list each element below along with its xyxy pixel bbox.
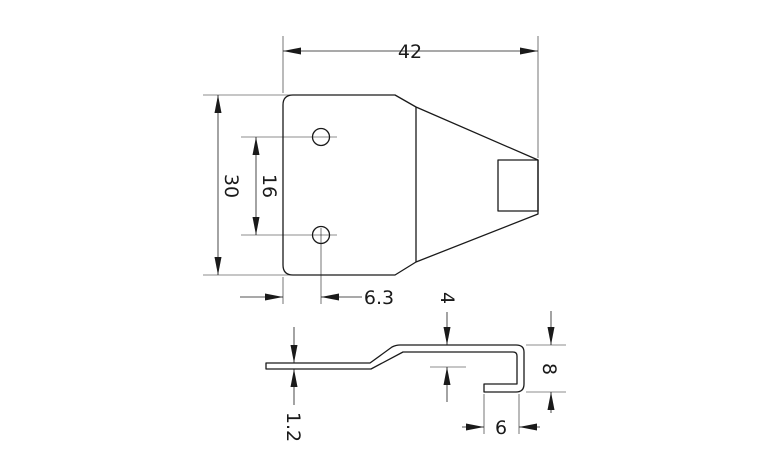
dimension-overall-width: 42 xyxy=(282,36,539,158)
dimension-label-42: 42 xyxy=(398,41,422,63)
dimension-label-8: 8 xyxy=(538,363,560,375)
dimension-label-6-3: 6.3 xyxy=(364,287,394,309)
dimension-hook-width: 6 xyxy=(462,394,540,439)
bracket-outline xyxy=(282,94,539,276)
dimension-label-16: 16 xyxy=(258,174,280,198)
dimension-rib-height: 4 xyxy=(430,292,466,402)
dimension-label-6: 6 xyxy=(495,417,507,439)
dimension-hook-height: 8 xyxy=(526,311,566,413)
dimension-thickness: 1.2 xyxy=(268,327,320,442)
dimension-label-1-2: 1.2 xyxy=(282,412,304,442)
bracket-profile xyxy=(265,344,525,393)
hook-slot xyxy=(497,159,539,212)
dimension-overall-height: 30 xyxy=(203,94,291,276)
dimension-hole-offset: 6.3 xyxy=(240,228,394,309)
dimension-hole-spacing: 16 xyxy=(241,136,337,236)
dimension-label-30: 30 xyxy=(220,174,242,198)
dimension-label-4: 4 xyxy=(436,292,458,304)
side-view xyxy=(265,344,525,393)
